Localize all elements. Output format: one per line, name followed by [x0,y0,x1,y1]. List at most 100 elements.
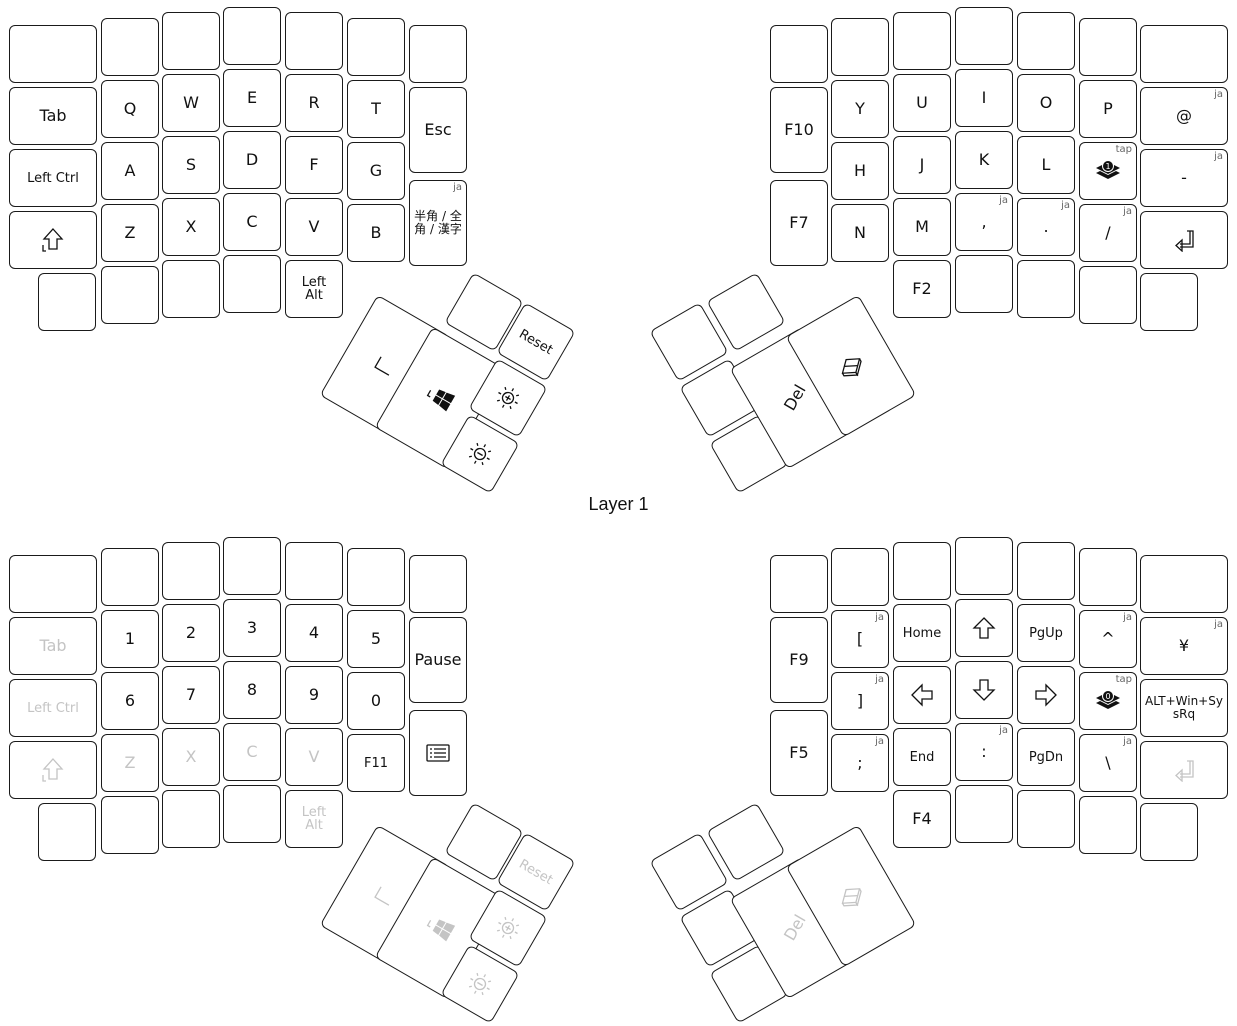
left-row1-key[interactable] [162,542,220,600]
right-row1-key[interactable] [1079,548,1137,606]
blank-key[interactable] [1140,273,1198,331]
left-alt-key[interactable]: Left Alt [285,790,343,848]
letter-key[interactable]: C [223,723,281,781]
blank-key[interactable] [955,255,1013,313]
left-row1-key[interactable] [409,555,467,613]
number-key[interactable]: 3 [223,599,281,657]
letter-key[interactable]: O [1017,74,1075,132]
letter-key[interactable]: U [893,74,951,132]
sysrq-key[interactable]: ALT+Win+Sy sRq [1140,679,1228,737]
blank-key[interactable] [162,790,220,848]
letter-key[interactable]: B [347,204,405,262]
number-key[interactable]: 6 [101,672,159,730]
left-row1-key[interactable] [162,12,220,70]
tab-key[interactable]: Tab [9,87,97,145]
right-row1-key[interactable] [955,537,1013,595]
pause-key[interactable]: Pause [409,617,467,703]
menu-key[interactable] [409,710,467,796]
left-row1-key[interactable] [347,18,405,76]
left-row1-key[interactable] [409,25,467,83]
letter-key[interactable]: W [162,74,220,132]
letter-key[interactable]: E [223,69,281,127]
arrow-down-key[interactable] [955,661,1013,719]
eraser-key[interactable] [785,824,917,968]
caret-key[interactable]: ^ja [1079,610,1137,668]
right-row1-key[interactable] [893,542,951,600]
letter-key[interactable]: /ja [1079,204,1137,262]
number-key[interactable]: 4 [285,604,343,662]
left-row1-key[interactable] [9,555,97,613]
windows-key[interactable] [374,326,506,470]
letter-key[interactable]: L [1017,136,1075,194]
blank-key[interactable] [1017,790,1075,848]
arrow-left-key[interactable] [893,666,951,724]
escape-key[interactable]: Esc [409,87,467,173]
brightness-up-key[interactable] [468,888,548,968]
number-key[interactable]: 0 [347,672,405,730]
left-row1-key[interactable] [101,18,159,76]
right-row1-key[interactable] [893,12,951,70]
right-row1-key[interactable] [1140,25,1228,83]
letter-key[interactable]: D [223,131,281,189]
left-row1-key[interactable] [101,548,159,606]
letter-key[interactable]: Z [101,734,159,792]
brightness-down-key[interactable] [440,414,520,494]
colon-key[interactable]: :ja [955,723,1013,781]
letter-key[interactable]: Z [101,204,159,262]
letter-key[interactable]: Q [101,80,159,138]
shift-key[interactable] [9,211,97,269]
left-alt-key[interactable]: Left Alt [285,260,343,318]
letter-key[interactable]: A [101,142,159,200]
brightness-up-key[interactable] [468,358,548,438]
blank-key[interactable] [1140,803,1198,861]
bracket-right-key[interactable]: ]ja [831,672,889,730]
blank-key[interactable] [955,785,1013,843]
f2-key[interactable]: F2 [893,260,951,318]
letter-key[interactable]: I [955,69,1013,127]
letter-key[interactable]: M [893,198,951,256]
end-key[interactable]: End [893,728,951,786]
right-row1-key[interactable] [770,555,828,613]
letter-key[interactable]: Y [831,80,889,138]
blank-key[interactable] [1079,796,1137,854]
blank-key[interactable] [101,796,159,854]
enter-key[interactable] [1140,741,1228,799]
left-row1-key[interactable] [9,25,97,83]
arrow-up-key[interactable] [955,599,1013,657]
backslash-key[interactable]: \ja [1079,734,1137,792]
home-key[interactable]: Home [893,604,951,662]
number-key[interactable]: 1 [101,610,159,668]
arrow-right-key[interactable] [1017,666,1075,724]
right-row1-key[interactable] [831,18,889,76]
yen-key[interactable]: ¥ja [1140,617,1228,675]
letter-key[interactable]: C [223,193,281,251]
letter-key[interactable]: .ja [1017,198,1075,256]
number-key[interactable]: 7 [162,666,220,724]
f10-key[interactable]: F10 [770,87,828,173]
number-key[interactable]: 5 [347,610,405,668]
letter-key[interactable]: X [162,198,220,256]
letter-key[interactable]: X [162,728,220,786]
left-ctrl-key[interactable]: Left Ctrl [9,679,97,737]
blank-key[interactable] [38,803,96,861]
blank-key[interactable] [1017,260,1075,318]
letter-key[interactable]: N [831,204,889,262]
f11-key[interactable]: F11 [347,734,405,792]
blank-key[interactable] [162,260,220,318]
left-ctrl-key[interactable]: Left Ctrl [9,149,97,207]
left-row1-key[interactable] [223,7,281,65]
blank-key[interactable] [101,266,159,324]
number-key[interactable]: 9 [285,666,343,724]
shift-key[interactable] [9,741,97,799]
letter-key[interactable]: P [1079,80,1137,138]
bracket-left-key[interactable]: [ja [831,610,889,668]
letter-key[interactable]: F [285,136,343,194]
blank-key[interactable] [1079,266,1137,324]
number-key[interactable]: 8 [223,661,281,719]
letter-key[interactable]: T [347,80,405,138]
minus-key[interactable]: -ja [1140,149,1228,207]
f4-key[interactable]: F4 [893,790,951,848]
semicolon-key[interactable]: ;ja [831,734,889,792]
